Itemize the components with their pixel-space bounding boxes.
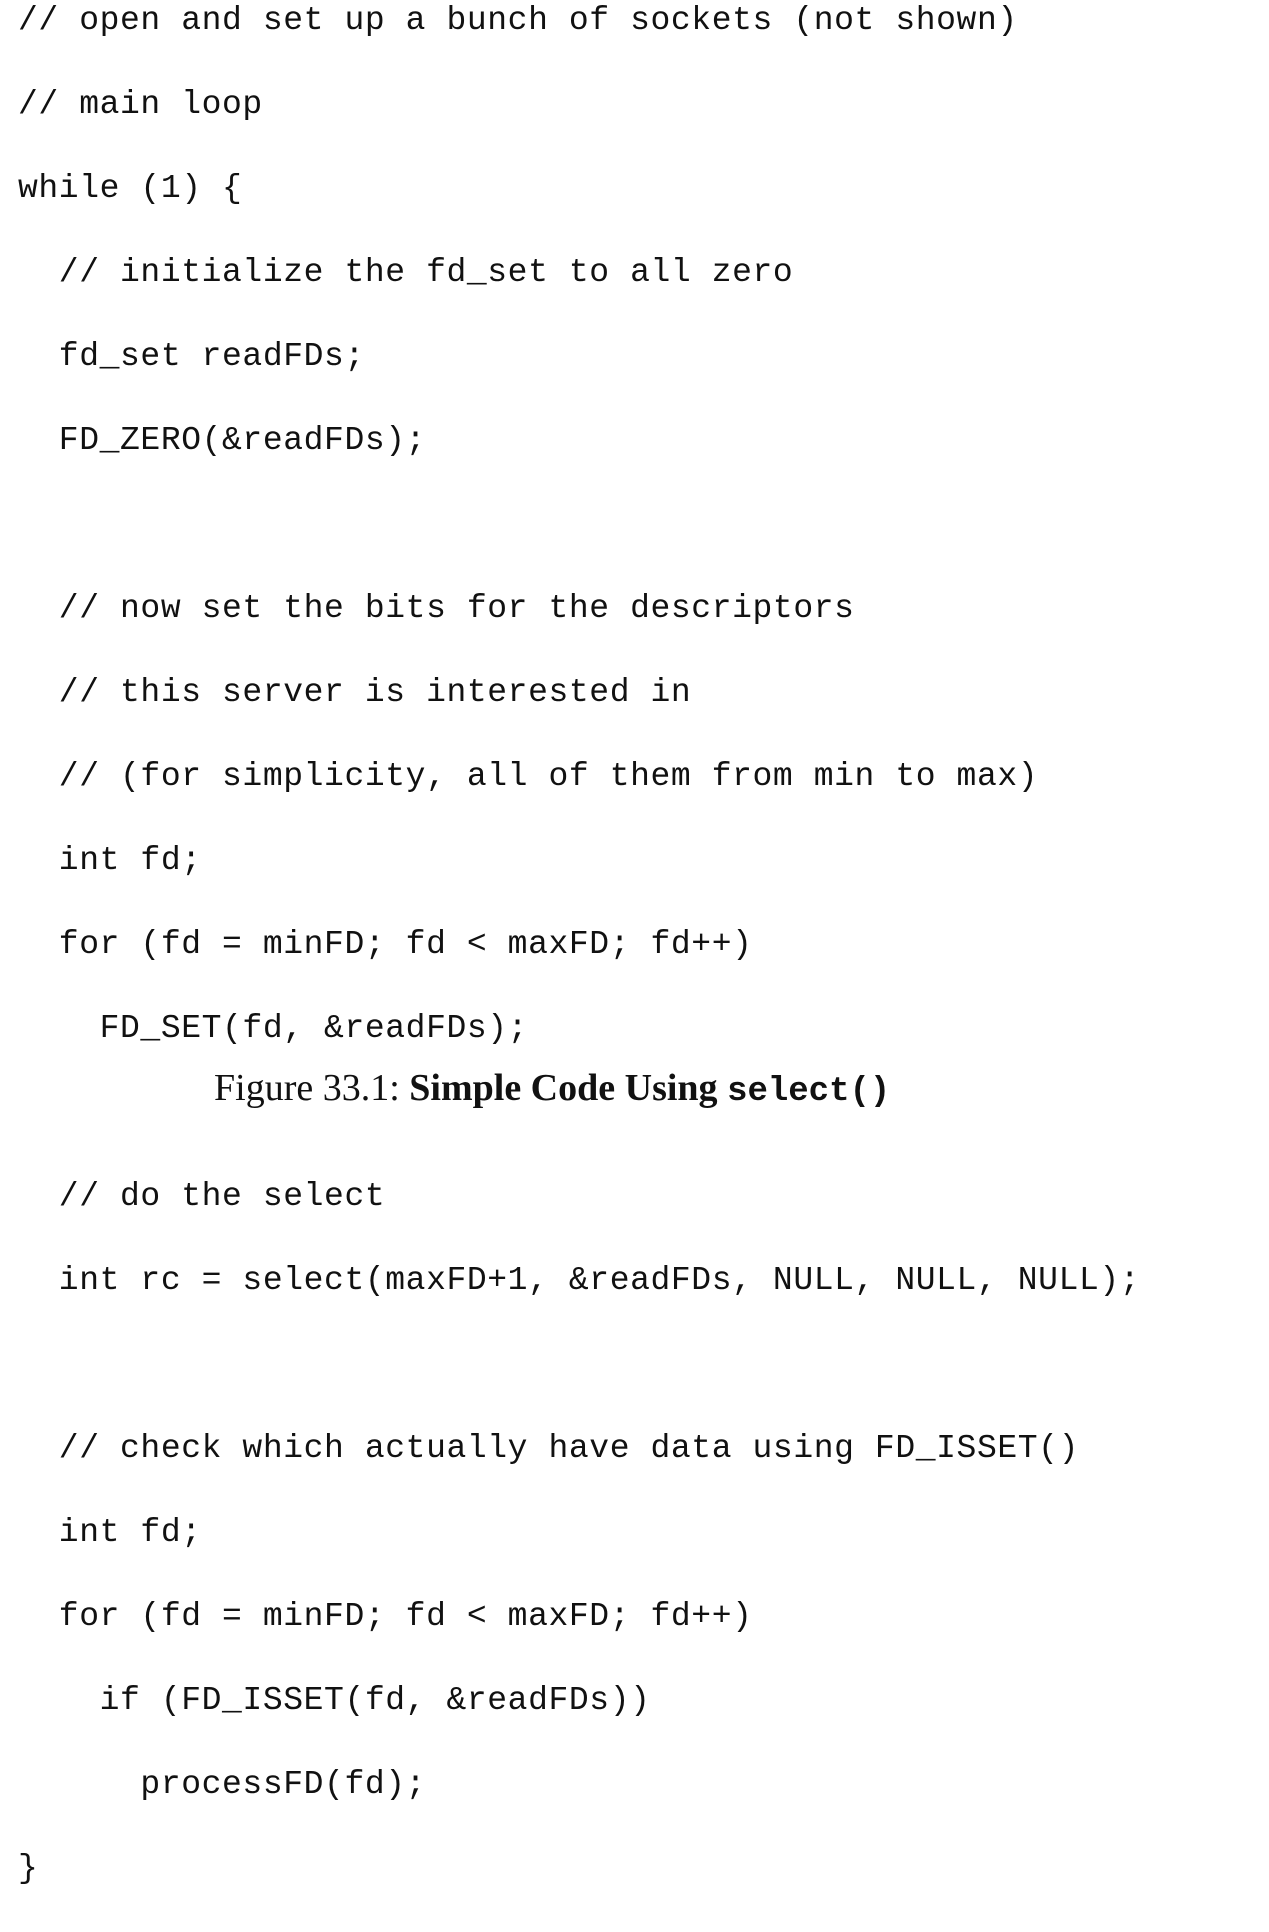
- code-line-9: // this server is interested in: [18, 674, 692, 711]
- code-line-12: for (fd = minFD; fd < maxFD; fd++): [18, 926, 753, 963]
- figure-function-name: select(): [727, 1073, 891, 1111]
- code-line-23: }: [18, 1850, 39, 1887]
- code-line-8: // now set the bits for the descriptors: [18, 590, 855, 627]
- code-line-2: // main loop: [18, 86, 263, 123]
- code-line-22: processFD(fd);: [18, 1766, 427, 1803]
- code-line-15: // do the select: [18, 1178, 386, 1215]
- code-line-11: int fd;: [18, 842, 202, 879]
- code-line-1: // open and set up a bunch of sockets (n…: [18, 2, 1018, 39]
- code-line-6: FD_ZERO(&readFDs);: [18, 422, 427, 459]
- figure-label: Figure 33.1:: [214, 1067, 410, 1109]
- code-line-13: FD_SET(fd, &readFDs);: [18, 1010, 529, 1047]
- code-line-4: // initialize the fd_set to all zero: [18, 254, 794, 291]
- code-line-18: // check which actually have data using …: [18, 1430, 1079, 1467]
- code-line-5: fd_set readFDs;: [18, 338, 365, 375]
- code-line-10: // (for simplicity, all of them from min…: [18, 758, 1039, 795]
- code-line-21: if (FD_ISSET(fd, &readFDs)): [18, 1682, 651, 1719]
- code-line-20: for (fd = minFD; fd < maxFD; fd++): [18, 1598, 753, 1635]
- code-line-16: int rc = select(maxFD+1, &readFDs, NULL,…: [18, 1262, 1141, 1299]
- code-line-7: [18, 504, 1140, 546]
- code-line-17: [18, 1344, 1140, 1386]
- figure-caption: Figure 33.1: Simple Code Using select(): [214, 1064, 890, 1116]
- code-listing: // open and set up a bunch of sockets (n…: [18, 0, 1140, 1932]
- code-line-19: int fd;: [18, 1514, 202, 1551]
- code-line-3: while (1) {: [18, 170, 243, 207]
- figure-title: Simple Code Using: [409, 1067, 728, 1109]
